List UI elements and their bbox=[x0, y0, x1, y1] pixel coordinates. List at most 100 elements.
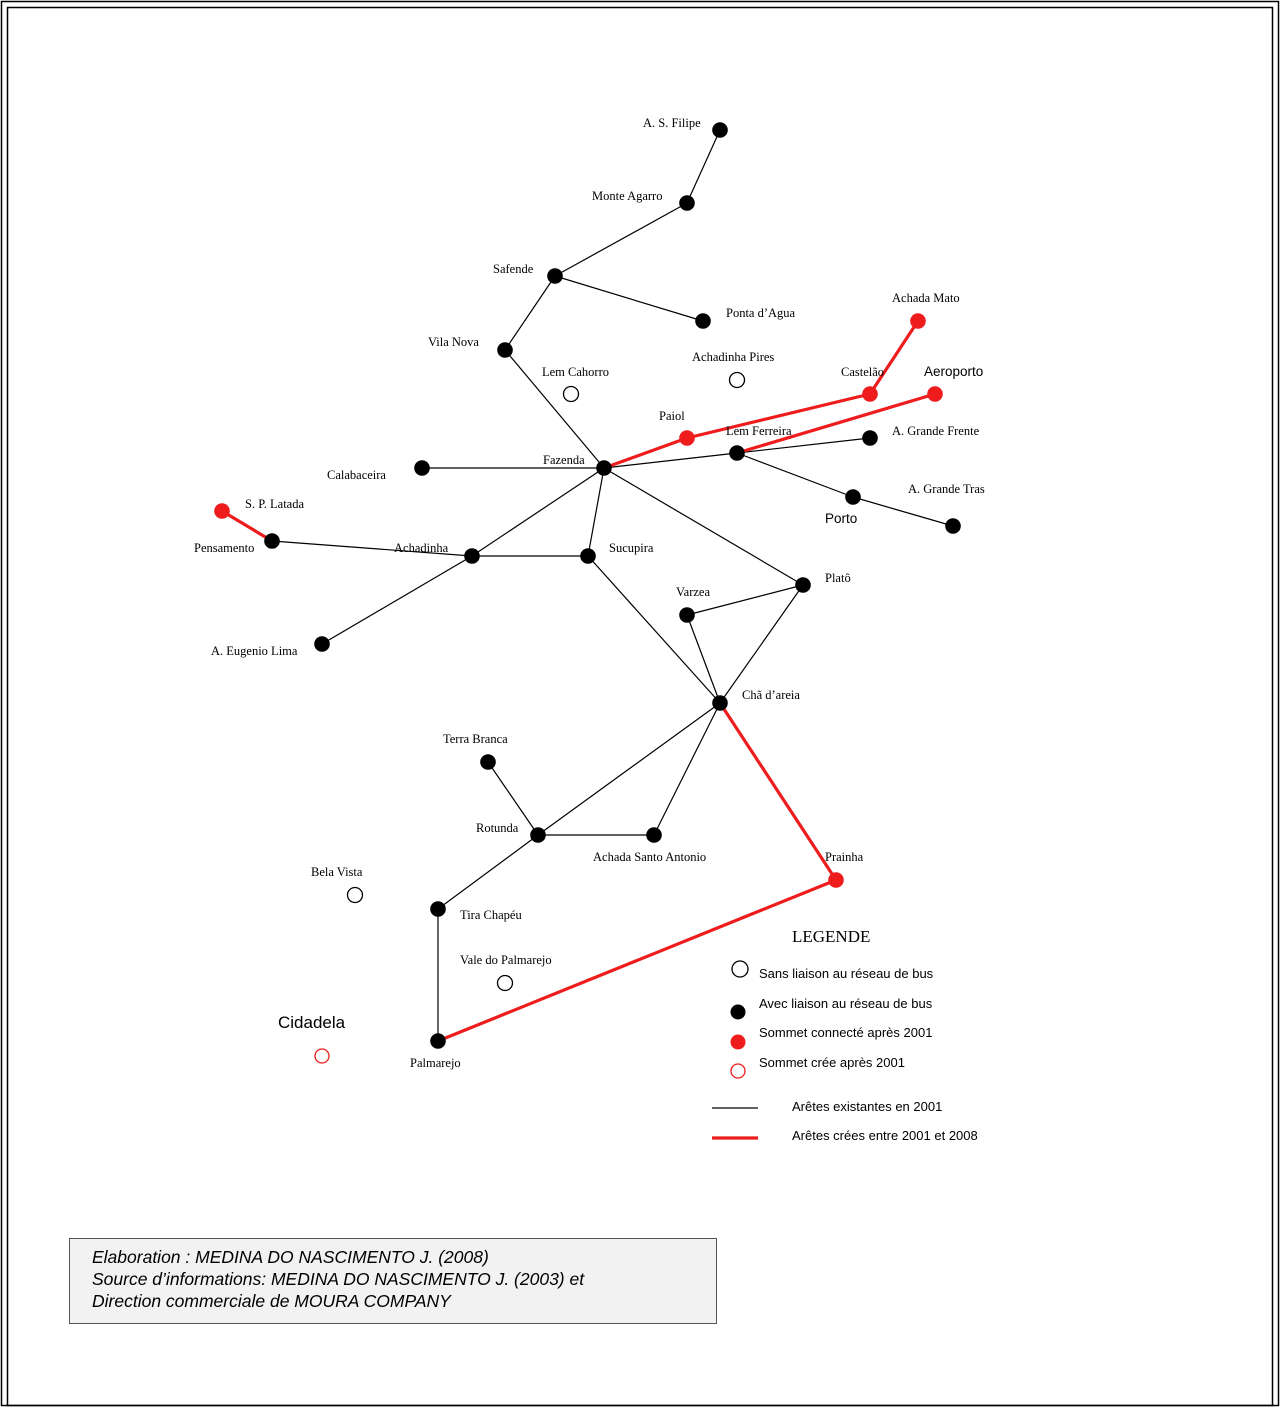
node-label-palmarejo: Palmarejo bbox=[410, 1056, 461, 1070]
edge-existing-2001 bbox=[736, 437, 871, 454]
node-label-ponta-agua: Ponta d’Agua bbox=[726, 306, 796, 320]
node-label-cha-areia: Chã d’areia bbox=[742, 688, 800, 702]
edge-new-2001-2008 bbox=[437, 878, 837, 1043]
node-label-varzea: Varzea bbox=[676, 585, 710, 599]
node-label-cidadela: Cidadela bbox=[278, 1013, 346, 1032]
edge-existing-2001 bbox=[487, 761, 539, 836]
legend-connected-after-2001-symbol bbox=[730, 1034, 746, 1050]
node-label-pensamento: Pensamento bbox=[194, 541, 254, 555]
node-rotunda bbox=[530, 827, 546, 843]
node-label-bela-vista: Bela Vista bbox=[311, 865, 363, 879]
legend-connected-symbol bbox=[730, 1004, 746, 1020]
node-sp-latada bbox=[214, 503, 230, 519]
node-achada-mato bbox=[910, 313, 926, 329]
edge-new-2001-2008 bbox=[686, 392, 871, 440]
node-achadinha-pires bbox=[728, 371, 746, 389]
node-bela-vista bbox=[346, 886, 364, 904]
edge-existing-2001 bbox=[437, 834, 539, 910]
legend-title: LEGENDE bbox=[792, 927, 870, 946]
node-label-sp-latada: S. P. Latada bbox=[245, 497, 304, 511]
node-label-prainha: Prainha bbox=[825, 850, 864, 864]
node-label-sucupira: Sucupira bbox=[609, 541, 654, 555]
node-label-achada-santo-antonio: Achada Santo Antonio bbox=[593, 850, 706, 864]
edge-new-2001-2008 bbox=[603, 436, 688, 470]
node-cha-areia bbox=[712, 695, 728, 711]
node-label-vale-palmarejo: Vale do Palmarejo bbox=[460, 953, 552, 967]
node-label-a-grande-tras: A. Grande Tras bbox=[908, 482, 985, 496]
node-label-castelao: Castelão bbox=[841, 365, 884, 379]
legend-created-after-2001-symbol bbox=[730, 1063, 746, 1079]
legend-item-label: Sommet connecté après 2001 bbox=[759, 1025, 932, 1040]
node-label-aeroporto: Aeroporto bbox=[924, 364, 983, 379]
edge-existing-2001 bbox=[719, 584, 804, 704]
node-porto bbox=[845, 489, 861, 505]
legend-item-label: Arêtes existantes en 2001 bbox=[792, 1099, 942, 1114]
node-sucupira bbox=[580, 548, 596, 564]
edge-new-2001-2008 bbox=[221, 509, 273, 543]
edge-existing-2001 bbox=[587, 555, 721, 704]
source-information: Source d’informations: MEDINA DO NASCIME… bbox=[92, 1269, 585, 1289]
edge-existing-2001 bbox=[686, 584, 804, 616]
edge-existing-2001 bbox=[554, 275, 704, 322]
node-label-achadinha: Achadinha bbox=[394, 541, 449, 555]
nodes-layer bbox=[214, 122, 961, 1064]
edge-existing-2001 bbox=[554, 202, 688, 277]
edge-existing-2001 bbox=[321, 555, 473, 645]
legend-item-label: Avec liaison au réseau de bus bbox=[759, 996, 933, 1011]
node-fazenda bbox=[596, 460, 612, 476]
edge-existing-2001 bbox=[537, 702, 721, 836]
node-vale-palmarejo bbox=[496, 974, 514, 992]
edge-existing-2001 bbox=[603, 452, 738, 469]
edge-existing-2001 bbox=[736, 452, 854, 498]
node-label-rotunda: Rotunda bbox=[476, 821, 519, 835]
node-a-grande-tras bbox=[945, 518, 961, 534]
node-a-eugenio-lima bbox=[314, 636, 330, 652]
inner-border bbox=[6, 6, 1274, 1407]
node-ponta-agua bbox=[695, 313, 711, 329]
source-elaboration: Elaboration : MEDINA DO NASCIMENTO J. (2… bbox=[92, 1247, 489, 1267]
node-label-fazenda: Fazenda bbox=[543, 453, 585, 467]
node-label-terra-branca: Terra Branca bbox=[443, 732, 508, 746]
node-pensamento bbox=[264, 533, 280, 549]
node-tira-chapeu bbox=[430, 901, 446, 917]
edge-new-2001-2008 bbox=[718, 702, 838, 881]
edge-new-2001-2008 bbox=[736, 392, 936, 455]
legend-item-label: Sommet crée après 2001 bbox=[759, 1055, 905, 1070]
node-calabaceira bbox=[414, 460, 430, 476]
node-label-paiol: Paiol bbox=[659, 409, 685, 423]
node-monte-agarro bbox=[679, 195, 695, 211]
edge-existing-2001 bbox=[603, 467, 804, 586]
node-label-lem-cahorro: Lem Cahorro bbox=[542, 365, 609, 379]
edge-existing-2001 bbox=[504, 275, 556, 351]
node-label-vila-nova: Vila Nova bbox=[428, 335, 479, 349]
node-label-as-filipe: A. S. Filipe bbox=[643, 116, 701, 130]
edge-existing-2001 bbox=[653, 702, 721, 836]
node-label-tira-chapeu: Tira Chapéu bbox=[460, 908, 522, 922]
node-prainha bbox=[828, 872, 844, 888]
edge-existing-2001 bbox=[686, 129, 721, 204]
node-varzea bbox=[679, 607, 695, 623]
edge-existing-2001 bbox=[271, 540, 473, 557]
node-plato bbox=[795, 577, 811, 593]
node-vila-nova bbox=[497, 342, 513, 358]
node-achadinha bbox=[464, 548, 480, 564]
node-aeroporto bbox=[927, 386, 943, 402]
edges-layer bbox=[221, 129, 954, 1043]
node-palmarejo bbox=[430, 1033, 446, 1049]
node-label-monte-agarro: Monte Agarro bbox=[592, 189, 662, 203]
node-label-plato: Platô bbox=[825, 571, 851, 585]
node-achada-santo-antonio bbox=[646, 827, 662, 843]
node-lem-cahorro bbox=[562, 385, 580, 403]
legend-item-label: Arêtes crées entre 2001 et 2008 bbox=[792, 1128, 978, 1143]
node-label-achadinha-pires: Achadinha Pires bbox=[692, 350, 774, 364]
edge-existing-2001 bbox=[504, 349, 605, 469]
node-cidadela bbox=[314, 1048, 330, 1064]
node-label-a-eugenio-lima: A. Eugenio Lima bbox=[211, 644, 298, 658]
node-terra-branca bbox=[480, 754, 496, 770]
source-box: Elaboration : MEDINA DO NASCIMENTO J. (2… bbox=[69, 1238, 717, 1324]
edge-existing-2001 bbox=[852, 496, 954, 527]
